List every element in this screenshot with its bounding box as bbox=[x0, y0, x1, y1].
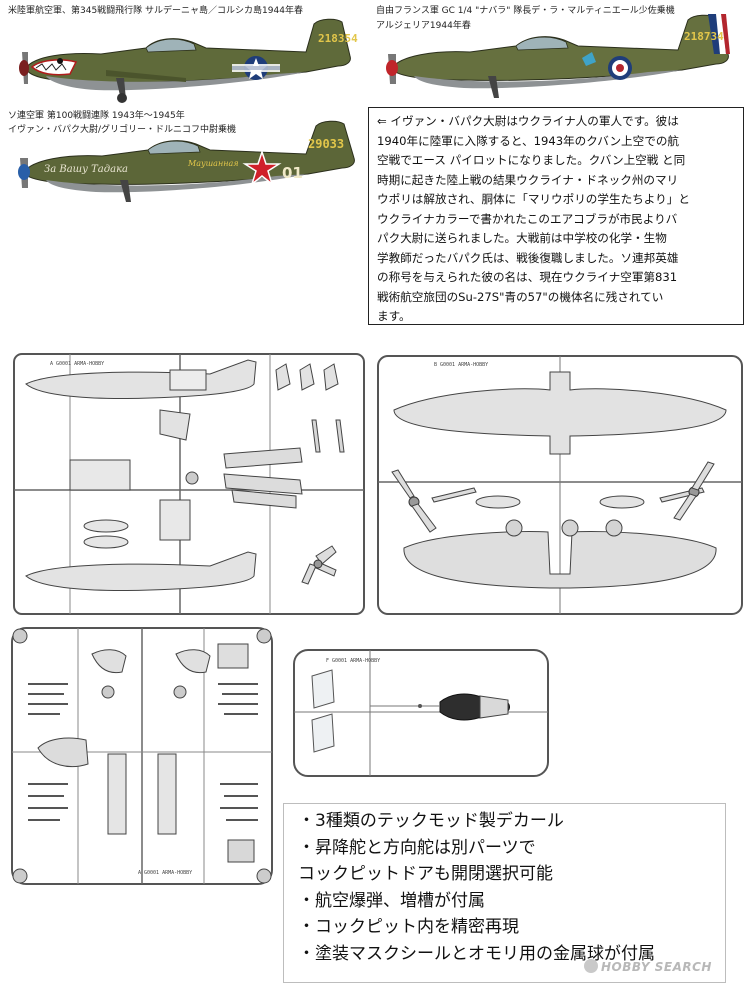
sprue-c-small-parts: A G0001 ARMA-HOBBY bbox=[11, 627, 273, 885]
feature-item: ・3種類のテックモッド製デカール bbox=[298, 811, 564, 831]
plane-3-caption: ソ連空軍 第100戦闘連隊 1943年～1945年 bbox=[8, 111, 185, 121]
note-line: ます。 bbox=[377, 309, 411, 323]
plane-3-tail-code: 29033 bbox=[308, 137, 344, 151]
plane-1-profile: 218354 bbox=[19, 18, 358, 103]
plane-3-nose-script: За Вашу Тадака bbox=[44, 164, 128, 175]
pilot-note-box: ⇐ イヴァン・バパク大尉はウクライナ人の軍人です。彼は 1940年に陸軍に入隊す… bbox=[368, 107, 744, 325]
sprue-a-label: A G0001 ARMA-HOBBY bbox=[50, 361, 104, 367]
plane-3-side-number: 01 bbox=[282, 164, 303, 182]
note-line: 1940年に陸軍に入隊すると、1943年のクバン上空での航 bbox=[377, 133, 680, 148]
sprue-d-label: F G0001 ARMA-HOBBY bbox=[326, 658, 380, 664]
plane-3-caption-sub: イヴァン・バパク大尉/グリゴリー・ドルニコフ中尉乗機 bbox=[8, 125, 237, 135]
note-line: 時期に起きた陸上戦の結果ウクライナ・ドネック州のマリ bbox=[377, 172, 679, 187]
sprue-c-label: A G0001 ARMA-HOBBY bbox=[138, 870, 192, 876]
hobby-search-watermark: HOBBY SEARCH bbox=[584, 959, 712, 974]
plane-1-tail-code: 218354 bbox=[318, 32, 358, 45]
note-line: ウクライナカラーで書かれたこのエアコブラが市民よりバ bbox=[377, 211, 678, 226]
sprue-b-wings: B G0001 ARMA-HOBBY bbox=[377, 355, 743, 615]
watermark-text: HOBBY SEARCH bbox=[601, 960, 712, 974]
note-line: 空戦でエース パイロットになりました。クバン上空戦 と同 bbox=[377, 153, 686, 167]
hobby-search-logo-icon bbox=[584, 959, 598, 973]
note-line: ⇐ イヴァン・バパク大尉はウクライナ人の軍人です。彼は bbox=[377, 114, 679, 128]
note-line: 学教師だったバパク氏は、戦後復職しました。ソ連邦英雄 bbox=[377, 250, 679, 265]
sprue-d-clear-parts: F G0001 ARMA-HOBBY bbox=[293, 649, 549, 777]
feature-list: ・3種類のテックモッド製デカール ・昇降舵と方向舵は別パーツで コックピットドア… bbox=[283, 803, 726, 983]
sprue-b-label: B G0001 ARMA-HOBBY bbox=[434, 362, 488, 368]
note-line: の称号を与えられた彼の名は、現在ウクライナ空軍第831 bbox=[377, 270, 678, 284]
note-line: ウポリは解放され、胴体に「マリウポリの学生たちより」と bbox=[377, 192, 690, 206]
plane-2-tail-code: 218734 bbox=[684, 30, 724, 43]
note-line: パク大尉に送られました。大戦前は中学校の化学・生物 bbox=[377, 231, 667, 245]
feature-item: ・昇降舵と方向舵は別パーツで bbox=[298, 837, 536, 858]
plane-3-profile: 01 За Вашу Тадака Маушанная 29033 bbox=[18, 120, 355, 202]
note-line: 戦術航空旅団のSu-27S"青の57"の機体名に残されてい bbox=[377, 289, 664, 304]
plane-2-profile: 218734 bbox=[386, 14, 730, 98]
plane-2-caption: 自由フランス軍 GC 1/4 "ナバラ" 隊長デ・ラ・マルティニエール少佐乗機 bbox=[376, 6, 675, 16]
feature-item: ・航空爆弾、増槽が付属 bbox=[298, 890, 485, 911]
feature-item: ・塗装マスクシールとオモリ用の金属球が付属 bbox=[298, 943, 655, 964]
plane-3-door-script: Маушанная bbox=[187, 159, 239, 168]
plane-1-caption: 米陸軍航空軍、第345戦闘飛行隊 サルデーニャ島／コルシカ島1944年春 bbox=[8, 6, 303, 16]
feature-item: コックピットドアも開閉選択可能 bbox=[298, 864, 553, 884]
feature-item: ・コックピット内を精密再現 bbox=[298, 917, 519, 937]
sprue-a-fuselage: A G0001 ARMA-HOBBY bbox=[13, 353, 365, 615]
plane-2-caption-sub: アルジェリア1944年春 bbox=[376, 21, 471, 31]
